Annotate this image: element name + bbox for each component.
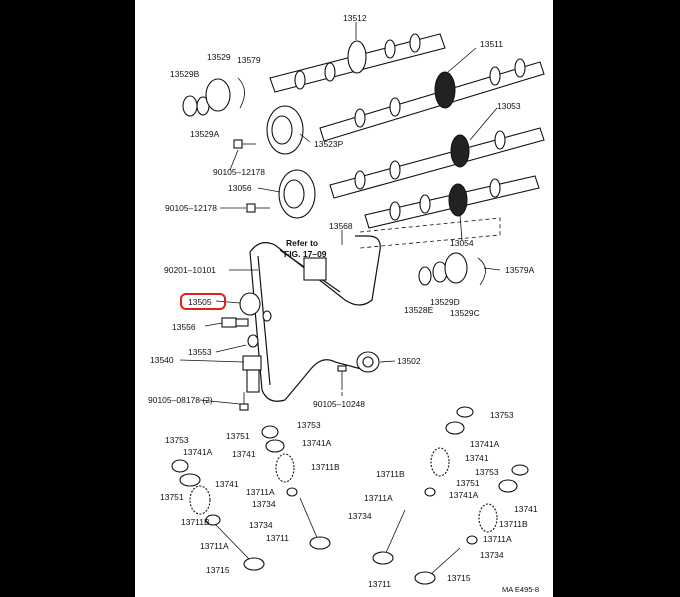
label-13711a-mid: 13711A — [246, 487, 275, 497]
label-13753-right: 13753 — [490, 410, 514, 420]
label-13512: 13512 — [343, 13, 367, 23]
label-13568: 13568 — [329, 221, 353, 231]
valve-assembly-right-a — [372, 406, 474, 565]
label-13741-right: 13741 — [465, 453, 489, 463]
tensioner-13505 — [239, 292, 272, 322]
label-90105-10248: 90105–10248 — [313, 399, 365, 409]
label-13529d: 13529D — [430, 297, 460, 307]
label-fig-17-09: FIG. 17–09 — [284, 249, 327, 259]
label-13529a: 13529A — [190, 129, 220, 139]
highlight-box-13505 — [180, 293, 226, 310]
seal-and-snap-ring-group-upper — [182, 77, 245, 117]
valve-assembly-left — [171, 459, 265, 571]
label-13579: 13579 — [237, 55, 261, 65]
label-13502: 13502 — [397, 356, 421, 366]
label-refer-to: Refer to — [286, 238, 318, 248]
part-labels: 13512 13511 13529 13579 13529B 13529A 13… — [148, 13, 539, 594]
label-13711b-right: 13711B — [376, 469, 405, 479]
camshaft-13054 — [364, 175, 540, 229]
camshaft-13512 — [269, 33, 446, 93]
label-13741a-left: 13741A — [183, 447, 213, 457]
label-90105-12178-a: 90105–12178 — [213, 167, 265, 177]
label-13741a-far-right: 13741A — [449, 490, 479, 500]
label-13529c: 13529C — [450, 308, 480, 318]
label-13753-mid: 13753 — [297, 420, 321, 430]
belt-ref-box — [303, 257, 327, 281]
label-13579a: 13579A — [505, 265, 535, 275]
label-13734-far-right: 13734 — [480, 550, 504, 560]
figure-code: MA E495-8 — [502, 585, 539, 594]
label-13741a-right: 13741A — [470, 439, 500, 449]
label-13529: 13529 — [207, 52, 231, 62]
label-13751-left: 13751 — [160, 492, 184, 502]
label-13711-right: 13711 — [368, 579, 391, 589]
label-13715-far-right: 13715 — [447, 573, 471, 583]
bolt-13556 — [221, 317, 249, 328]
camshaft-13511 — [319, 58, 545, 142]
tensioner-spring-13540 — [242, 334, 262, 393]
label-13511: 13511 — [480, 39, 503, 49]
valve-assembly-right-b — [414, 464, 529, 585]
timing-belt-13568 — [249, 235, 381, 402]
label-13523p: 13523P — [314, 139, 344, 149]
leader-lines — [179, 22, 501, 405]
label-13529b: 13529B — [170, 69, 200, 79]
label-13711b-left: 13711B — [181, 517, 210, 527]
label-13711b-far-right: 13711B — [499, 519, 528, 529]
label-13053: 13053 — [497, 101, 521, 111]
label-90201-10101: 90201–10101 — [164, 265, 216, 275]
label-90105-08178: 90105–08178 (2) — [148, 395, 213, 405]
label-13505: 13505 — [188, 297, 212, 307]
camshaft-pulley-13523p — [266, 105, 304, 155]
label-13751-far-right: 13751 — [456, 478, 480, 488]
label-13753-far-right: 13753 — [475, 467, 499, 477]
camshaft-pulley-13056 — [278, 169, 316, 219]
label-90105-12178-b: 90105–12178 — [165, 203, 217, 213]
label-13556: 13556 — [172, 322, 196, 332]
label-13540: 13540 — [150, 355, 174, 365]
label-13741a-mid: 13741A — [302, 438, 332, 448]
label-13711-mid: 13711 — [266, 533, 289, 543]
label-13711a-far-right: 13711A — [483, 534, 512, 544]
label-13734-mid: 13734 — [252, 499, 276, 509]
label-13753-left: 13753 — [165, 435, 189, 445]
label-13741-left: 13741 — [215, 479, 239, 489]
label-13553: 13553 — [188, 347, 212, 357]
label-13734-right: 13734 — [348, 511, 372, 521]
valve-assembly-mid — [261, 425, 331, 550]
label-13056: 13056 — [228, 183, 252, 193]
label-13741-far-right: 13741 — [514, 504, 538, 514]
camshaft-13053 — [329, 127, 545, 199]
label-13054: 13054 — [450, 238, 474, 248]
bolt-90105-08178 — [239, 392, 249, 411]
label-13711a-right: 13711A — [364, 493, 393, 503]
bolt-90105-12178-a — [233, 139, 256, 149]
label-13741-mid: 13741 — [232, 449, 256, 459]
bolt-90105-10248 — [337, 365, 347, 390]
label-13715-left: 13715 — [206, 565, 230, 575]
label-13528e: 13528E — [404, 305, 434, 315]
bolt-90105-12178-b — [246, 203, 270, 213]
label-13751-mid: 13751 — [226, 431, 250, 441]
label-13711b-mid: 13711B — [311, 462, 340, 472]
label-13734-left: 13734 — [249, 520, 273, 530]
seal-and-snap-ring-group-lower — [418, 252, 486, 286]
label-13711a-left: 13711A — [200, 541, 229, 551]
idler-pulley-13502 — [356, 351, 380, 373]
